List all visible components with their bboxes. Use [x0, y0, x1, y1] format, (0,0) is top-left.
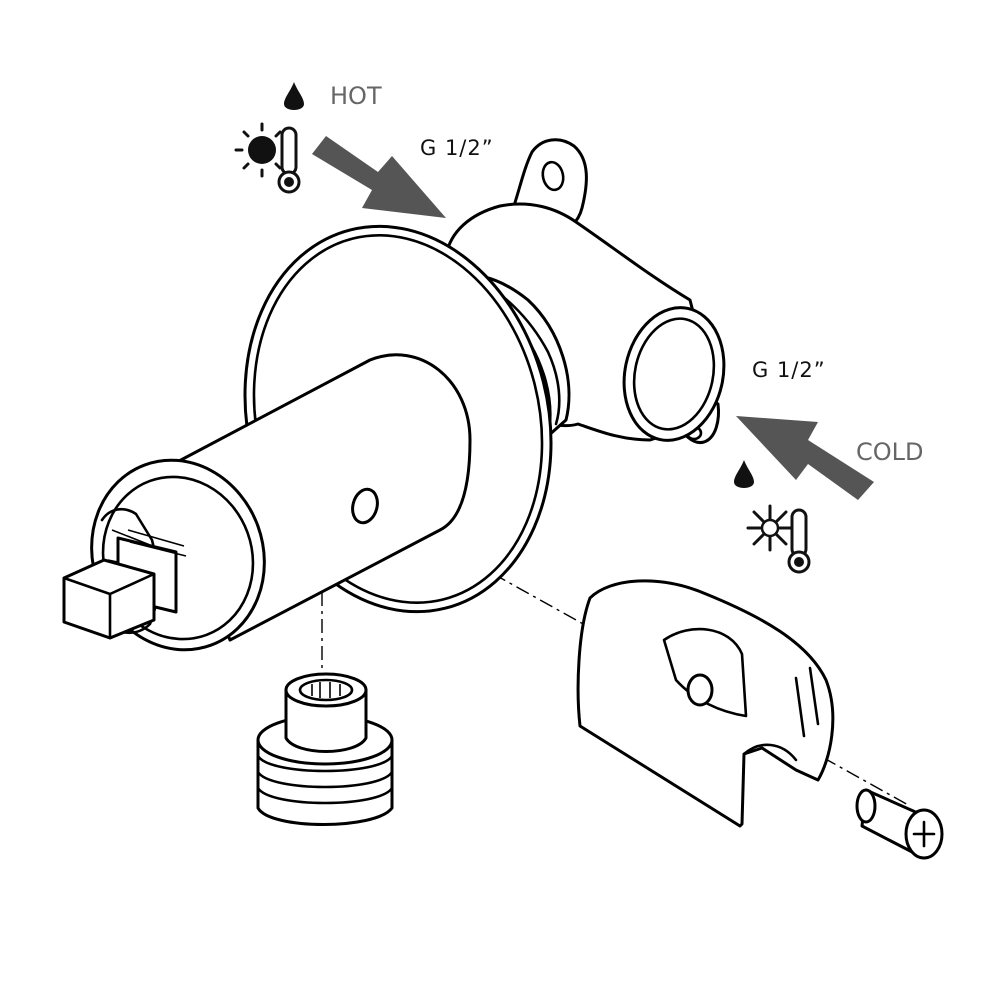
cold-label: COLD	[856, 438, 924, 466]
valve-cylinder	[90, 353, 472, 652]
hot-label: HOT	[330, 82, 382, 110]
snowflake-thermometer-icon	[746, 504, 811, 574]
threaded-connector	[256, 672, 394, 826]
cartridge-spindle	[62, 507, 187, 640]
hot-thread-label: G 1/2”	[420, 136, 494, 160]
water-drop-icon	[284, 82, 304, 110]
cold-thread-label: G 1/2”	[752, 358, 826, 382]
sun-thermometer-icon	[234, 122, 301, 194]
water-drop-icon	[734, 460, 754, 488]
mounting-screw	[855, 788, 944, 860]
shower-holder	[576, 579, 835, 828]
cold-inlet-arrow	[736, 416, 874, 500]
hot-inlet-arrow	[312, 136, 446, 218]
